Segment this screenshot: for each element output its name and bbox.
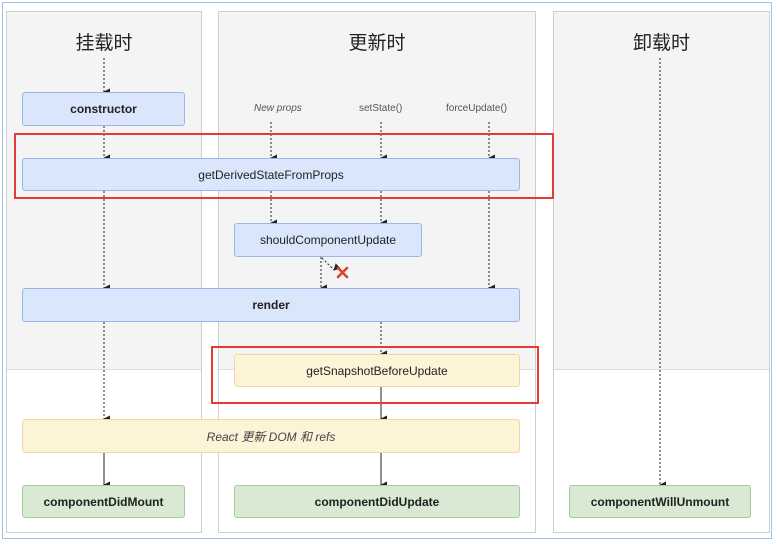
update-column-title: 更新时 <box>348 32 406 54</box>
react-update-dom-node: React 更新 DOM 和 refs <box>22 419 520 453</box>
mount-column-title: 挂载时 <box>75 32 133 54</box>
component-will-unmount-node: componentWillUnmount <box>569 485 751 518</box>
component-did-update-node: componentDidUpdate <box>234 485 520 518</box>
component-did-mount-node: componentDidMount <box>22 485 185 518</box>
get-derived-state-node: getDerivedStateFromProps <box>22 158 520 191</box>
constructor-node: constructor <box>22 92 185 126</box>
get-snapshot-node: getSnapshotBeforeUpdate <box>234 354 520 387</box>
mount-column: 挂载时 <box>6 11 202 533</box>
should-component-update-node: shouldComponentUpdate <box>234 223 422 257</box>
unmount-column-title: 卸载时 <box>632 32 690 54</box>
trigger-new-props: New props <box>254 103 302 114</box>
trigger-set-state: setState() <box>359 103 403 114</box>
trigger-force-update: forceUpdate() <box>446 103 508 114</box>
highlight-get-snapshot <box>211 346 539 404</box>
render-node: render <box>22 288 520 322</box>
highlight-get-derived-state <box>14 133 554 199</box>
update-column: 更新时 <box>218 11 536 533</box>
unmount-column: 卸载时 <box>553 11 770 533</box>
